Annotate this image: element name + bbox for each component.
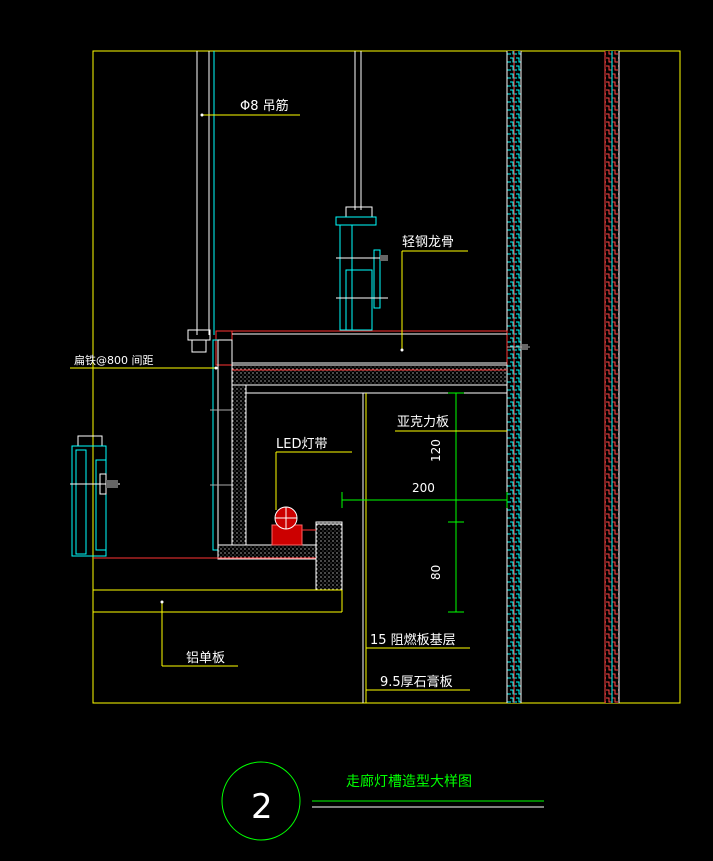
- label-aluminum-panel: 铝单板: [186, 651, 225, 666]
- label-flat-iron: 扁铁@800 间距: [74, 354, 154, 367]
- leader-dots: [160, 113, 404, 604]
- hanger-rods: [187, 51, 362, 353]
- label-light-steel-keel: 轻钢龙骨: [402, 235, 454, 250]
- title-block: 2 走廊灯槽造型大样图: [221, 761, 544, 841]
- aluminum-panel: [93, 557, 343, 613]
- wall-section: [506, 51, 620, 703]
- dim-80: 80: [429, 565, 443, 580]
- detail-number: 2: [251, 787, 273, 827]
- drawing-caption: 走廊灯槽造型大样图: [346, 773, 472, 790]
- label-led-strip: LED灯带: [276, 437, 327, 452]
- dim-200: 200: [412, 481, 435, 495]
- label-acrylic-board: 亚克力板: [397, 415, 449, 430]
- drawing-frame: [92, 50, 681, 704]
- label-fireproof-base: 15 阻燃板基层: [370, 632, 456, 648]
- upper-ceiling-board: [215, 330, 530, 366]
- label-hanger-rod: Φ8 吊筋: [240, 98, 289, 114]
- label-gypsum-board: 9.5厚石膏板: [380, 674, 453, 690]
- detail-number-circle: [221, 761, 301, 841]
- gypsum-lines: [362, 393, 367, 703]
- dim-120: 120: [429, 439, 443, 462]
- leader-lines: [70, 114, 507, 691]
- steel-keel-hanger: [335, 206, 388, 331]
- led-strip: [271, 506, 316, 546]
- left-keel-hanger: [70, 435, 120, 557]
- dimension-lines: 120 200 80: [341, 392, 508, 613]
- light-trough: [217, 364, 508, 591]
